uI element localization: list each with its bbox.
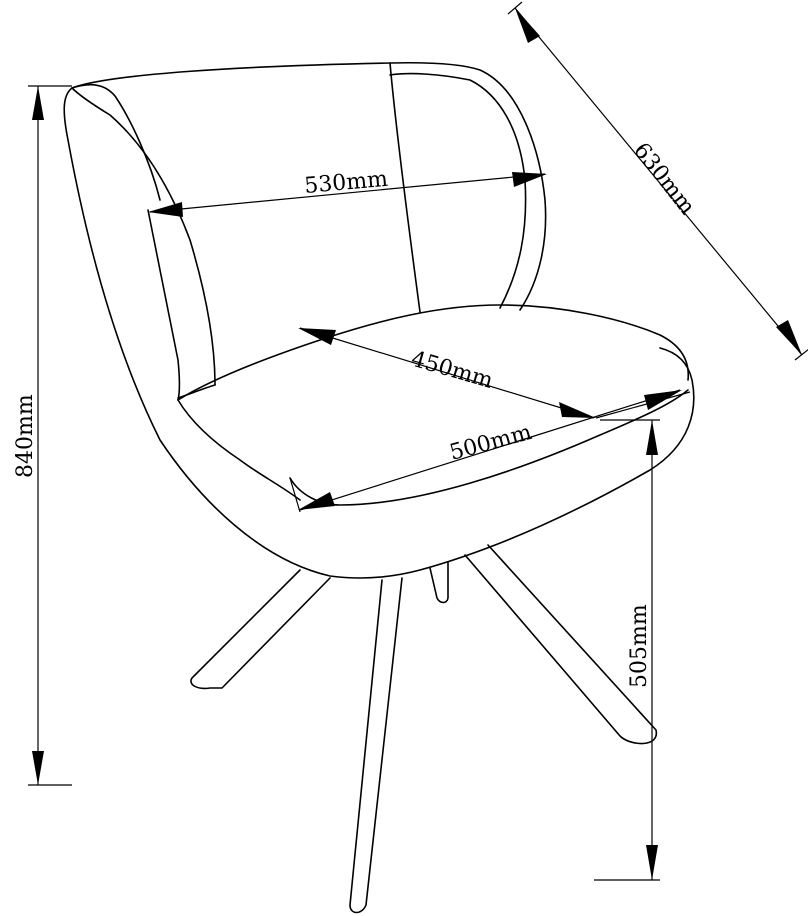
dim-overall-height: 840mm xyxy=(13,85,72,786)
inner-side-panel-left-edge xyxy=(177,384,216,399)
label-seat-depth: 450mm xyxy=(408,347,495,394)
leg-front-left xyxy=(190,569,331,690)
chair-legs xyxy=(190,544,657,914)
leg-front-center xyxy=(349,577,403,914)
backrest-seam xyxy=(389,62,421,313)
dim-seat-height: 505mm xyxy=(594,419,660,881)
seat-top xyxy=(177,304,689,401)
backrest-top-rim xyxy=(71,61,547,311)
backrest-right-inner xyxy=(389,72,527,309)
dim-seat-width: 500mm xyxy=(289,389,691,513)
label-overall-depth: 630mm xyxy=(628,138,699,219)
leg-front-right xyxy=(464,544,657,745)
label-seat-width: 500mm xyxy=(447,420,534,466)
label-seat-height: 505mm xyxy=(627,604,652,688)
dim-back-width: 530mm xyxy=(148,167,547,217)
dim-seat-depth: 450mm xyxy=(298,327,596,419)
seat-front-edge xyxy=(177,399,301,501)
chair-outline xyxy=(63,61,695,579)
inner-side-panel-left xyxy=(71,87,216,386)
label-overall-height: 840mm xyxy=(13,394,38,478)
backrest-inner-rim xyxy=(71,83,161,201)
inner-side-panel-left-face xyxy=(147,209,181,401)
label-back-width: 530mm xyxy=(303,167,389,199)
shell-outer-left xyxy=(63,87,695,579)
leg-back-center xyxy=(429,561,449,604)
dim-overall-depth: 630mm xyxy=(507,1,808,361)
